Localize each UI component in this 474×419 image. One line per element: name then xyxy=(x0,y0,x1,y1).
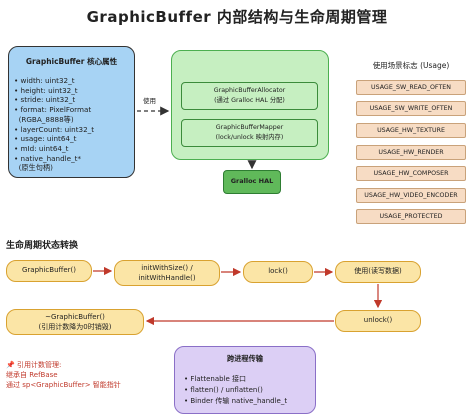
use-edge-label: 使用 xyxy=(143,97,156,105)
usage-flag-item: USAGE_HW_VIDEO_ENCODER xyxy=(356,188,466,203)
core-attribute-item: (RGBA_8888等) xyxy=(14,114,74,124)
ipc-item: • Binder 传输 native_handle_t xyxy=(184,397,288,405)
gralloc-hal-node: Gralloc HAL xyxy=(223,170,281,194)
mapper-node: GraphicBufferMapper (lock/unlock 映射内存) xyxy=(181,119,318,147)
ipc-list: • Flattenable 接口 • flatten() / unflatten… xyxy=(184,374,287,407)
core-attributes-box xyxy=(8,46,135,178)
core-attribute-item: • layerCount: uint32_t xyxy=(14,124,95,134)
state-destroy-line: (引用计数降为0时销毁) xyxy=(38,323,112,331)
core-attribute-item: • native_handle_t* xyxy=(14,153,82,163)
allocator-name: GraphicBufferAllocator xyxy=(213,87,286,94)
mapper-name: GraphicBufferMapper xyxy=(215,124,284,131)
core-attribute-item: • width: uint32_t xyxy=(14,76,75,85)
core-attribute-item: • height: uint32_t xyxy=(14,85,78,95)
page-title: GraphicBuffer 内部结构与生命周期管理 xyxy=(86,8,388,26)
usage-flag-item: USAGE_HW_RENDER xyxy=(356,145,466,160)
core-attribute-item: • format: PixelFormat xyxy=(14,105,92,115)
state-init-line: initWithHandle() xyxy=(138,274,196,282)
mapper-desc: (lock/unlock 映射内存) xyxy=(215,134,284,141)
ipc-item: • Flattenable 接口 xyxy=(184,375,247,383)
refcount-note-line: 📌 引用计数管理: xyxy=(6,361,62,369)
ipc-item: • flatten() / unflatten() xyxy=(184,386,263,394)
state-create: GraphicBuffer() xyxy=(6,260,92,282)
core-attribute-item: • usage: uint64_t xyxy=(14,134,77,144)
usage-flag-item: USAGE_PROTECTED xyxy=(356,209,466,224)
state-use: 使用(读写数据) xyxy=(335,261,421,283)
refcount-note-line: 继承自 RefBase xyxy=(6,371,58,379)
lifecycle-title: 生命周期状态转换 xyxy=(6,241,79,251)
core-attributes-list: • width: uint32_t • height: uint32_t • s… xyxy=(14,76,132,173)
usage-flag-item: USAGE_SW_READ_OFTEN xyxy=(356,80,466,95)
ipc-title: 跨进程传输 xyxy=(227,354,263,363)
state-init: initWithSize() / initWithHandle() xyxy=(114,260,220,286)
core-attributes-title: GraphicBuffer 核心属性 xyxy=(25,57,118,66)
ipc-box xyxy=(174,346,316,414)
refcount-note-line: 通过 sp<GraphicBuffer> 智能指针 xyxy=(6,381,121,389)
core-attribute-item: (原生句柄) xyxy=(14,163,53,173)
usage-flags-title: 使用场景标志 (Usage) xyxy=(372,61,450,70)
usage-flag-item: USAGE_SW_WRITE_OFTEN xyxy=(356,101,466,116)
refcount-note: 📌 引用计数管理: 继承自 RefBase 通过 sp<GraphicBuffe… xyxy=(6,360,121,390)
state-init-line: initWithSize() / xyxy=(141,264,193,272)
core-attribute-item: • mId: uint64_t xyxy=(14,143,69,153)
usage-flag-item: USAGE_HW_COMPOSER xyxy=(356,166,466,181)
state-lock: lock() xyxy=(243,261,313,283)
state-unlock: unlock() xyxy=(335,310,421,332)
usage-flag-item: USAGE_HW_TEXTURE xyxy=(356,123,466,138)
allocator-desc: (通过 Gralloc HAL 分配) xyxy=(214,97,285,104)
state-destroy: ~GraphicBuffer() (引用计数降为0时销毁) xyxy=(6,309,144,335)
core-attribute-item: • stride: uint32_t xyxy=(14,95,76,105)
allocator-node: GraphicBufferAllocator (通过 Gralloc HAL 分… xyxy=(181,82,318,110)
state-destroy-line: ~GraphicBuffer() xyxy=(45,313,105,321)
